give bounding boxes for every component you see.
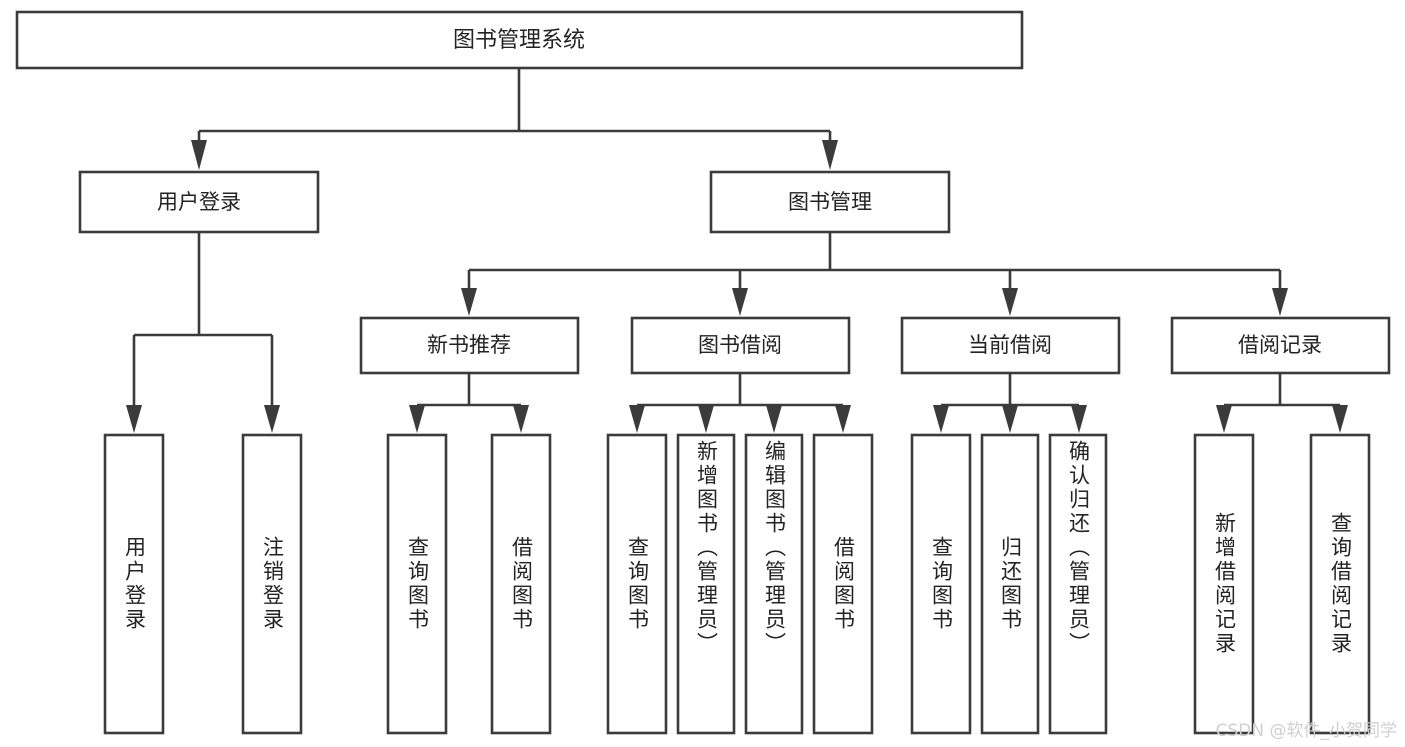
arrowhead-leaf-edit-book	[766, 405, 782, 433]
node-new-book-rec-label: 新书推荐	[427, 333, 511, 357]
arrowhead-new-book-rec	[461, 288, 477, 316]
leaf-edit-book-label: 编辑图书（管理员）	[762, 440, 787, 656]
leaf-query-book-2-label: 查询图书	[625, 536, 650, 632]
leaf-add-book-label: 新增图书（管理员）	[694, 440, 719, 656]
leaf-edit-book[interactable]: 编辑图书（管理员）	[744, 433, 804, 735]
leaf-query-record-box[interactable]	[1309, 433, 1371, 735]
arrowhead-leaf-confirm-return	[1071, 405, 1087, 433]
leaf-user-login-box[interactable]	[103, 433, 165, 735]
leaf-edit-book-textwrap: 编辑图书（管理员）	[762, 440, 787, 656]
node-current-borrow-label: 当前借阅	[968, 333, 1052, 357]
arrowhead-book-manage	[822, 140, 838, 170]
node-book-manage[interactable]: 图书管理	[709, 170, 951, 234]
leaf-confirm-return-box[interactable]	[1048, 433, 1108, 735]
arrowhead-leaf-query-record	[1332, 405, 1348, 433]
node-user-login-box[interactable]	[78, 170, 320, 234]
leaf-query-book-3[interactable]: 查询图书	[910, 433, 972, 735]
node-user-login-label: 用户登录	[157, 190, 241, 214]
leaf-return-book[interactable]: 归还图书	[980, 433, 1040, 735]
leaf-user-logout-box[interactable]	[241, 433, 303, 735]
arrowhead-user-login	[191, 140, 207, 170]
leaf-borrow-book-2[interactable]: 借阅图书	[812, 433, 874, 735]
leaf-query-book-1-textwrap: 查询图书	[405, 536, 430, 632]
leaf-query-record[interactable]: 查询借阅记录	[1309, 433, 1371, 735]
leaf-add-record[interactable]: 新增借阅记录	[1193, 433, 1255, 735]
leaf-borrow-book-2-textwrap: 借阅图书	[831, 536, 856, 632]
leaf-add-book-textwrap: 新增图书（管理员）	[694, 440, 719, 656]
leaf-query-book-3-box[interactable]	[910, 433, 972, 735]
arrowhead-leaf-query-book-1	[409, 405, 425, 433]
leaf-query-book-1-label: 查询图书	[405, 536, 430, 632]
leaf-borrow-book-2-label: 借阅图书	[831, 536, 856, 632]
arrowhead-leaf-query-book-3	[933, 405, 949, 433]
leaf-return-book-label: 归还图书	[998, 536, 1023, 632]
node-book-borrow-box[interactable]	[630, 316, 851, 375]
leaf-user-logout[interactable]: 注销登录	[241, 433, 303, 735]
leaf-query-book-2-textwrap: 查询图书	[625, 536, 650, 632]
node-borrow-record-label: 借阅记录	[1238, 333, 1322, 357]
leaf-add-record-box[interactable]	[1193, 433, 1255, 735]
leaf-add-book[interactable]: 新增图书（管理员）	[676, 433, 736, 735]
leaf-query-book-2-box[interactable]	[606, 433, 668, 735]
leaf-user-login[interactable]: 用户登录	[103, 433, 165, 735]
leaf-query-record-label: 查询借阅记录	[1328, 512, 1353, 656]
leaf-return-book-box[interactable]	[980, 433, 1040, 735]
node-borrow-record-box[interactable]	[1170, 316, 1391, 375]
node-book-manage-label: 图书管理	[788, 190, 872, 214]
arrowhead-leaf-add-book	[698, 405, 714, 433]
node-root-box[interactable]	[15, 10, 1024, 70]
arrowhead-leaf-query-book-2	[629, 405, 645, 433]
node-current-borrow[interactable]: 当前借阅	[900, 316, 1121, 375]
node-new-book-rec-box[interactable]	[359, 316, 580, 375]
leaf-add-record-textwrap: 新增借阅记录	[1212, 512, 1237, 656]
node-book-borrow-label: 图书借阅	[698, 333, 782, 357]
leaf-query-book-3-textwrap: 查询图书	[929, 536, 954, 632]
leaf-user-login-textwrap: 用户登录	[122, 536, 147, 632]
leaf-add-record-label: 新增借阅记录	[1212, 512, 1237, 656]
node-borrow-record[interactable]: 借阅记录	[1170, 316, 1391, 375]
arrowhead-leaf-user-logout	[264, 405, 280, 433]
leaf-borrow-book-1-textwrap: 借阅图书	[509, 536, 534, 632]
leaf-query-record-textwrap: 查询借阅记录	[1328, 512, 1353, 656]
leaf-user-logout-textwrap: 注销登录	[260, 536, 285, 632]
arrowhead-leaf-add-record	[1216, 405, 1232, 433]
leaf-confirm-return-textwrap: 确认归还（管理员）	[1066, 440, 1091, 656]
leaf-query-book-1-box[interactable]	[386, 433, 448, 735]
arrowhead-current-borrow	[1002, 288, 1018, 316]
leaf-user-logout-label: 注销登录	[260, 536, 285, 632]
arrowhead-leaf-borrow-book-1	[513, 405, 529, 433]
edge-layer	[126, 68, 1348, 433]
leaf-borrow-book-1[interactable]: 借阅图书	[490, 433, 552, 735]
node-new-book-rec[interactable]: 新书推荐	[359, 316, 580, 375]
arrowhead-leaf-return-book	[1002, 405, 1018, 433]
node-user-login[interactable]: 用户登录	[78, 170, 320, 234]
leaf-borrow-book-2-box[interactable]	[812, 433, 874, 735]
leaf-query-book-2[interactable]: 查询图书	[606, 433, 668, 735]
node-root-label: 图书管理系统	[453, 28, 585, 53]
leaf-user-login-label: 用户登录	[122, 536, 147, 632]
leaf-confirm-return[interactable]: 确认归还（管理员）	[1048, 433, 1108, 735]
node-book-manage-box[interactable]	[709, 170, 951, 234]
leaf-add-book-box[interactable]	[676, 433, 736, 735]
leaf-confirm-return-label: 确认归还（管理员）	[1066, 440, 1091, 656]
node-current-borrow-box[interactable]	[900, 316, 1121, 375]
leaf-return-book-textwrap: 归还图书	[998, 536, 1023, 632]
node-root[interactable]: 图书管理系统	[15, 10, 1024, 70]
leaf-query-book-1[interactable]: 查询图书	[386, 433, 448, 735]
arrowhead-book-borrow	[732, 288, 748, 316]
arrowhead-leaf-user-login	[126, 405, 142, 433]
leaf-query-book-3-label: 查询图书	[929, 536, 954, 632]
leaf-borrow-book-1-label: 借阅图书	[509, 536, 534, 632]
arrowhead-borrow-record	[1272, 288, 1288, 316]
leaf-borrow-book-1-box[interactable]	[490, 433, 552, 735]
node-book-borrow[interactable]: 图书借阅	[630, 316, 851, 375]
leaf-edit-book-box[interactable]	[744, 433, 804, 735]
arrowhead-leaf-borrow-book-2	[835, 405, 851, 433]
